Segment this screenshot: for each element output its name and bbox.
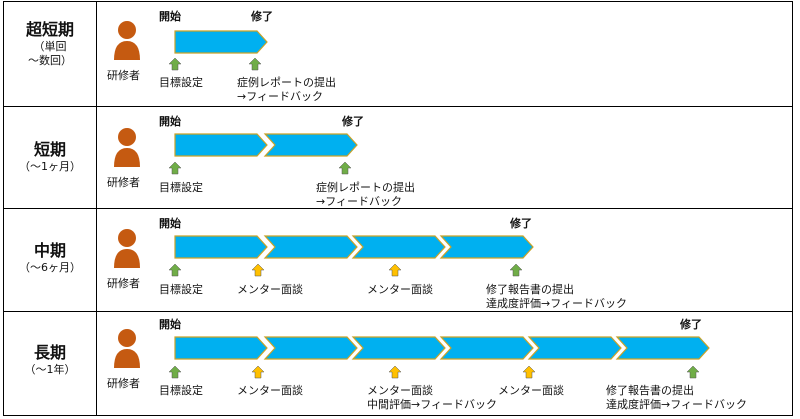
person-icon [114,148,140,167]
event-label: メンター面談 [237,384,303,397]
row-title: 中期 [33,241,66,260]
up-arrow-green-icon [248,57,262,71]
up-arrow-orange-icon [522,365,536,379]
start-label: 開始 [159,318,181,331]
start-label: 開始 [159,217,181,230]
chevron-segment [527,336,622,360]
up-arrow-green-icon [509,263,523,277]
person-icon-head [118,21,136,39]
row-title: 長期 [33,343,66,362]
person-label: 研修者 [107,277,140,290]
event-label: 症例レポートの提出 [237,76,336,89]
up-arrow-green-icon [686,365,700,379]
row-divider [3,311,793,312]
chevron-segment [351,336,446,360]
up-arrow-orange-icon [388,263,402,277]
up-arrow-green-icon [168,365,182,379]
start-label: 開始 [159,10,181,23]
person-icon-head [118,229,136,247]
event-label: メンター面談 [367,384,433,397]
start-label: 開始 [159,115,181,128]
event-label: 修了報告書の提出 [486,283,574,296]
row-title: 超短期 [25,20,74,39]
up-arrow-green-icon [338,161,352,175]
event-label: 目標設定 [159,76,203,89]
event-label: 修了報告書の提出 [606,384,694,397]
person-label: 研修者 [107,176,140,189]
row-subtitle-line: （～1年） [24,363,76,376]
event-label: 目標設定 [159,283,203,296]
event-label: 目標設定 [159,181,203,194]
chevron-segment [263,133,358,157]
row-subtitle-line: （～1ヶ月） [19,160,81,173]
person-label: 研修者 [107,69,140,82]
event-label: メンター面談 [367,283,433,296]
row-divider [3,208,793,209]
event-label: 達成度評価→フィードバック [486,297,627,310]
row-divider [3,106,793,107]
row-title: 短期 [33,140,66,159]
up-arrow-green-icon [168,57,182,71]
chevron-segment [174,133,268,157]
chevron-segment [174,30,268,54]
event-label: →フィードバック [316,195,402,208]
chevron-segment [174,235,268,259]
event-label: 達成度評価→フィードバック [606,398,747,411]
end-label: 修了 [342,115,364,128]
chevron-segment [351,235,446,259]
row-label-short: 短期 （～1ヶ月） [4,140,96,174]
chevron-segment [263,336,358,360]
event-label: 症例レポートの提出 [316,181,415,194]
row-label-long: 長期 （～1年） [4,343,96,377]
person-icon-head [118,128,136,146]
person-icon [114,349,140,368]
row-subtitle-line: （～6ヶ月） [19,261,81,274]
person-icon [114,41,140,60]
chevron-segment [439,336,534,360]
chevron-segment [615,336,710,360]
chevron-segment [439,235,534,259]
event-label: メンター面談 [498,384,564,397]
end-label: 修了 [510,217,532,230]
person-icon [114,249,140,268]
row-subtitle-line: ～数回） [28,54,72,67]
chevron-segment [174,336,268,360]
row-label-mid: 中期 （～6ヶ月） [4,241,96,275]
event-label: 中間評価→フィードバック [367,398,497,411]
up-arrow-green-icon [168,263,182,277]
up-arrow-green-icon [168,161,182,175]
row-label-ultra-short: 超短期 （単回 ～数回） [4,20,96,68]
event-label: メンター面談 [237,283,303,296]
up-arrow-orange-icon [388,365,402,379]
chevron-segment [263,235,358,259]
up-arrow-orange-icon [251,263,265,277]
person-icon-head [118,329,136,347]
end-label: 修了 [680,318,702,331]
person-label: 研修者 [107,377,140,390]
event-label: →フィードバック [237,90,323,103]
event-label: 目標設定 [159,384,203,397]
up-arrow-orange-icon [251,365,265,379]
row-subtitle-line: （単回 [33,40,67,53]
end-label: 修了 [251,10,273,23]
